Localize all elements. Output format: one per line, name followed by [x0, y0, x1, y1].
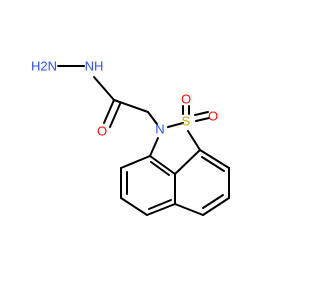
bond-n-s	[167, 122, 184, 128]
bond-c4-c4a	[146, 203, 176, 216]
bonds	[57, 65, 230, 216]
atom-ring-nitrogen: N	[155, 122, 164, 137]
bond-n-c1	[149, 137, 159, 157]
atom-h2n: H2N	[31, 59, 57, 74]
atom-sulfur: S	[182, 114, 191, 129]
bond-c6-c5	[202, 197, 230, 216]
bond-s-c8	[187, 130, 201, 151]
atom-sulfonyl-oxygen-top: O	[181, 92, 191, 107]
bond-c-ch2	[113, 99, 149, 113]
bond-c8a-c1-inner	[150, 161, 170, 176]
bond-c8a-c1	[149, 155, 176, 175]
bond-c4-c4a-inner	[148, 199, 172, 210]
bond-ch2-n	[147, 111, 158, 125]
atom-sulfonyl-oxygen-right: O	[208, 109, 218, 124]
bond-c5-c4a	[174, 203, 204, 216]
bond-c8a-c8	[174, 149, 201, 175]
bond-s-o2-a	[194, 111, 209, 116]
bond-n-c	[93, 76, 115, 101]
bond-s-o2-b	[195, 117, 210, 122]
atom-nh: NH	[85, 59, 104, 74]
bond-c6-c5-inner	[202, 194, 224, 209]
bond-c1-c2	[120, 155, 151, 169]
bond-c8-c7-inner	[201, 156, 225, 172]
atom-labels: H2N NH O N S O O	[31, 59, 218, 139]
atom-carbonyl-oxygen: O	[97, 124, 107, 139]
bond-c-o-1	[103, 99, 115, 124]
bond-c-o-2	[109, 103, 121, 128]
bond-c3-c4	[120, 197, 148, 216]
molecule-diagram: H2N NH O N S O O	[31, 59, 230, 216]
bond-c8-c7	[199, 149, 230, 169]
